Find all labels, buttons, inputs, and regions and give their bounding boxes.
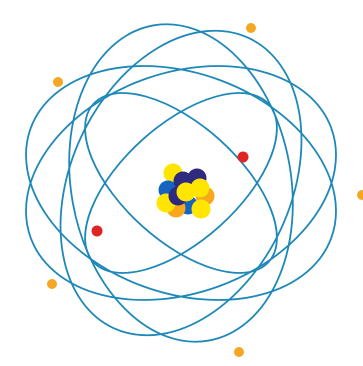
- nucleus-particle: [177, 183, 196, 202]
- outer-electron: [234, 347, 244, 357]
- inner-electron: [238, 152, 249, 163]
- nucleus-particle: [192, 200, 211, 219]
- outer-electron: [53, 77, 63, 87]
- outer-electron: [357, 190, 363, 200]
- inner-electron: [92, 226, 103, 237]
- outer-electron: [47, 279, 57, 289]
- outer-electron: [246, 23, 256, 33]
- nucleus: [157, 164, 215, 219]
